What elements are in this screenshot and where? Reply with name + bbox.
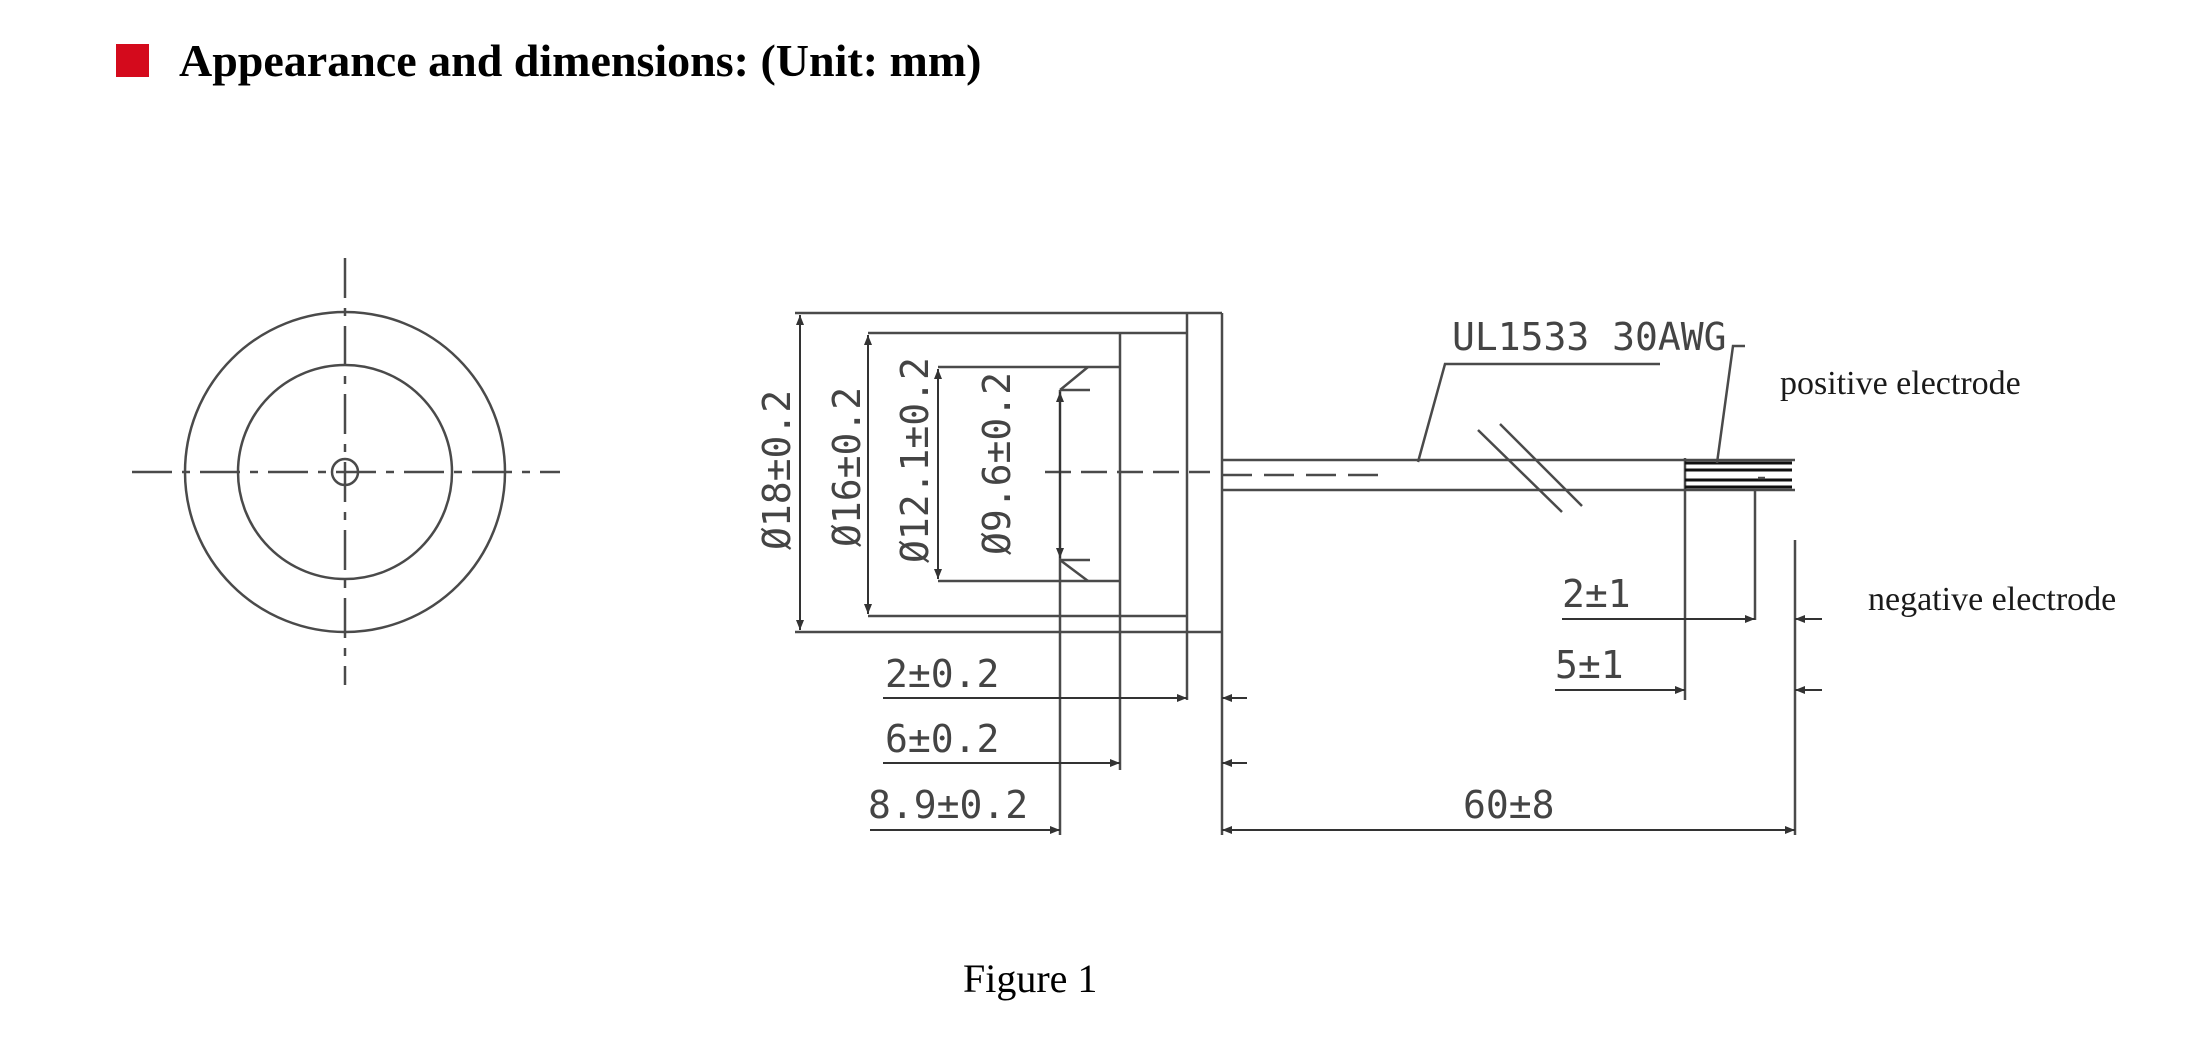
cable-spec-label: UL1533 30AWG [1452, 315, 1727, 359]
dim-thickness-6: 6±0.2 [885, 717, 999, 761]
square-bullet-icon [116, 43, 149, 77]
dim-strip-2: 2±1 [1562, 572, 1631, 616]
break-mark-1 [1477, 429, 1563, 513]
positive-electrode-label: positive electrode [1780, 365, 2021, 402]
dim-diameter-16: Ø16±0.2 [825, 387, 869, 547]
cable-spec-leader [1416, 362, 1660, 463]
dim-strip-5: 5±1 [1555, 643, 1624, 687]
dim-thickness-8-9: 8.9±0.2 [868, 783, 1028, 827]
negative-electrode-label: negative electrode [1868, 581, 2116, 618]
section-title: Appearance and dimensions: (Unit: mm) [179, 34, 982, 86]
positive-leader [1715, 344, 1745, 464]
dim-thickness-2: 2±0.2 [885, 652, 999, 696]
figure-caption: Figure 1 [963, 956, 1097, 1001]
dim-diameter-9: Ø9.6±0.2 [975, 372, 1019, 555]
dim-diameter-18: Ø18±0.2 [755, 390, 799, 550]
front-view [132, 258, 560, 685]
dim-lead-length: 60±8 [1463, 783, 1555, 827]
break-mark-2 [1499, 423, 1583, 507]
dim-diameter-12: Ø12.1±0.2 [893, 357, 937, 563]
section-header: Appearance and dimensions: (Unit: mm) [116, 28, 981, 92]
dimension-lines [796, 315, 1822, 834]
